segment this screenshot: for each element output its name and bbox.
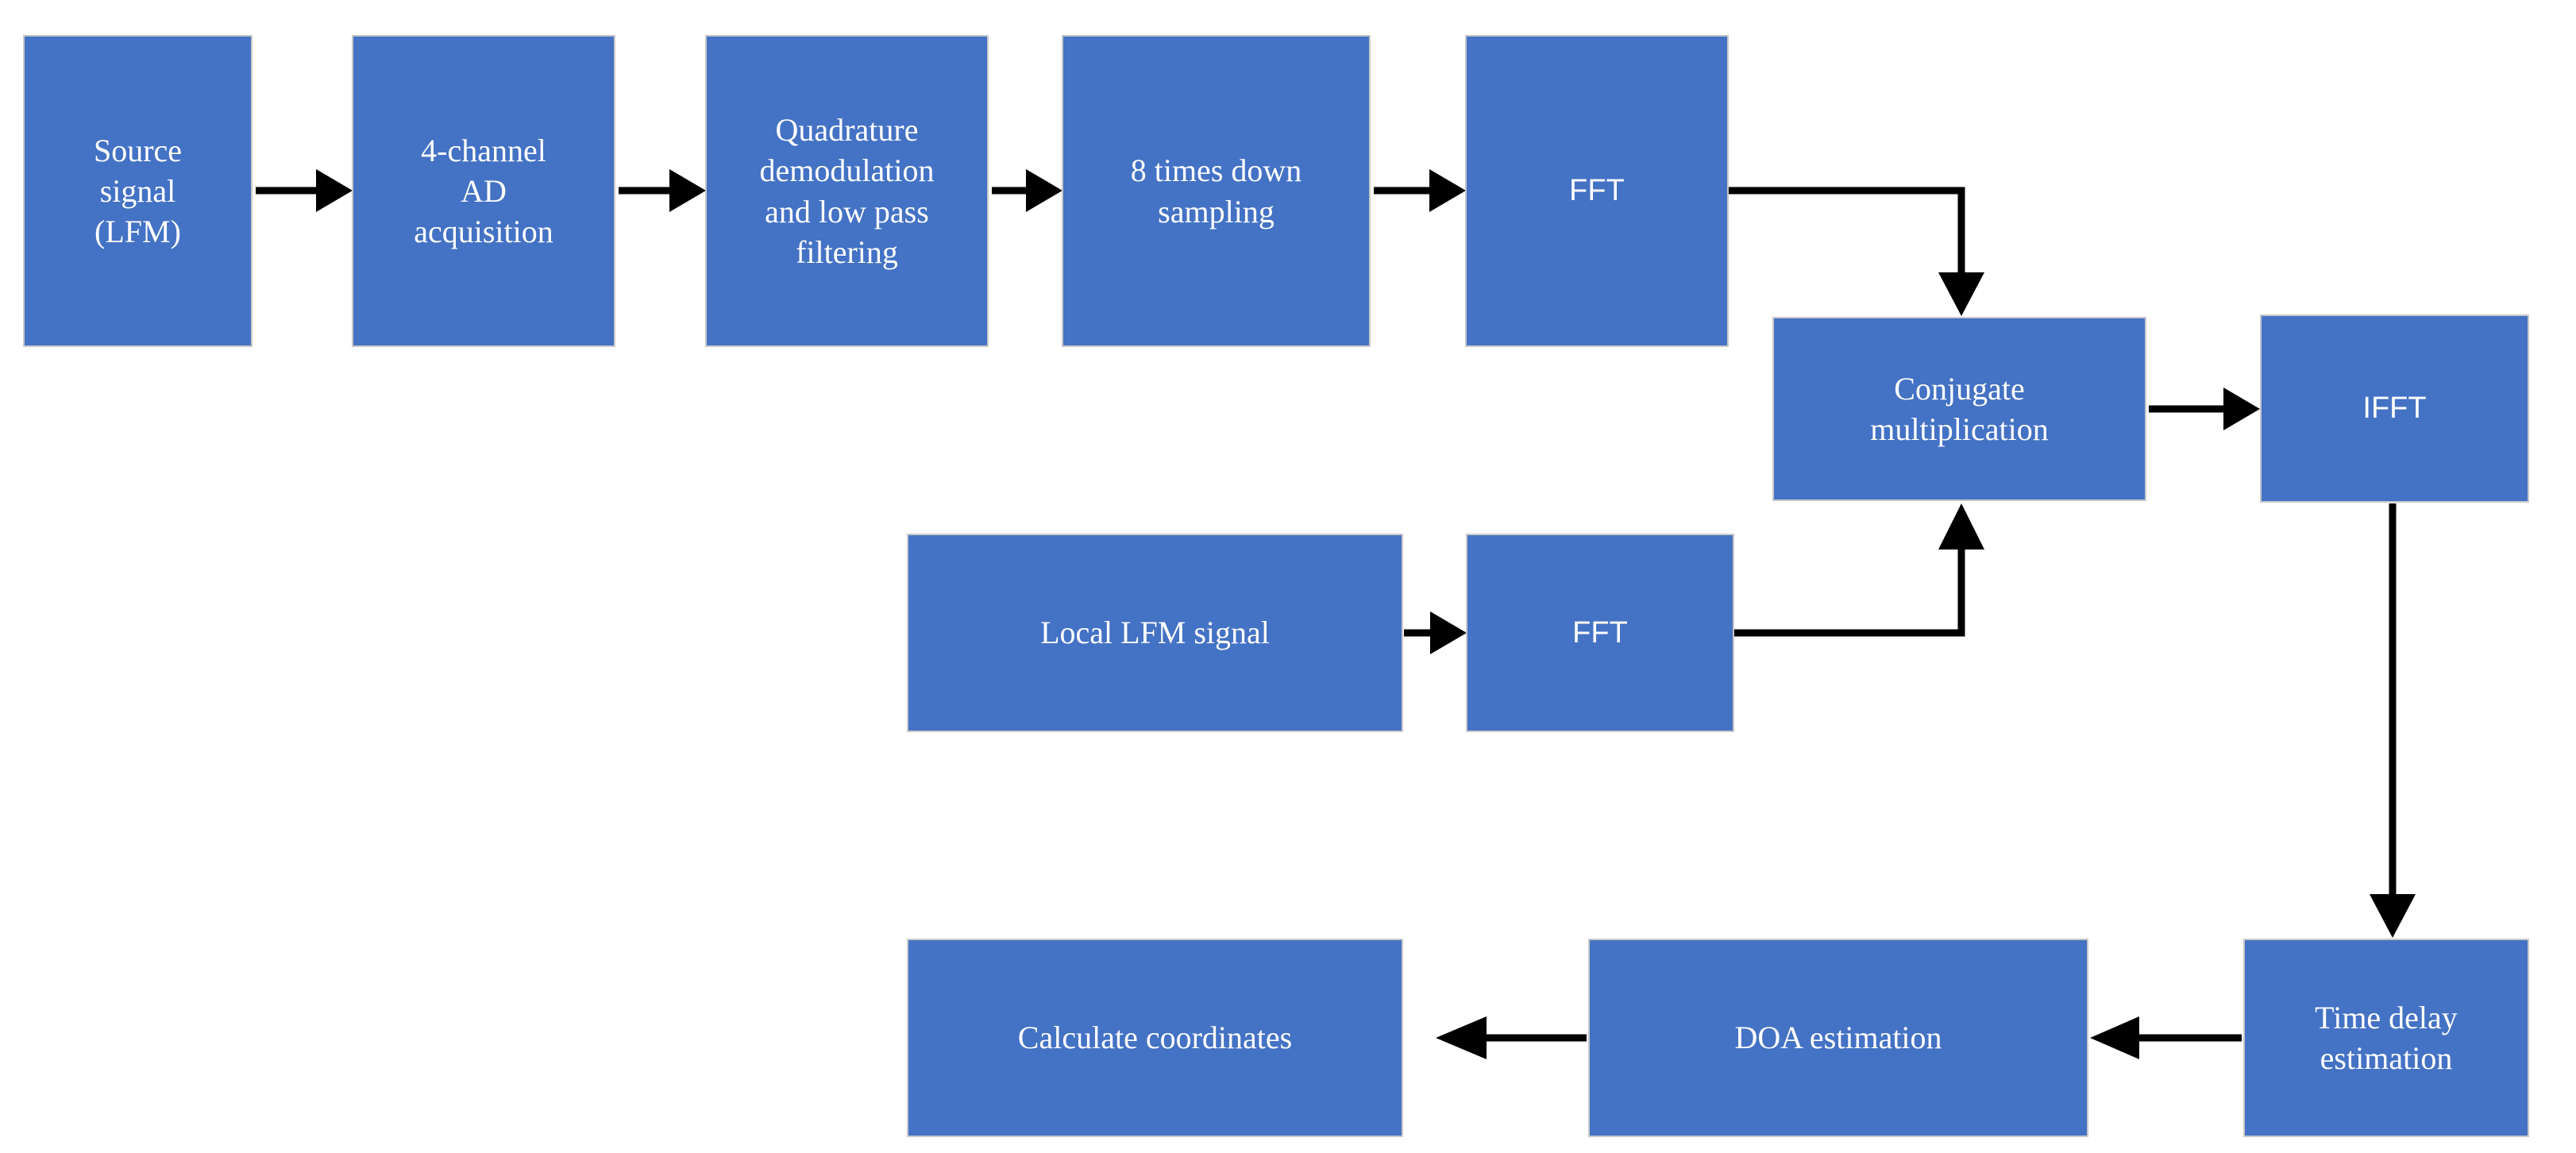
edge-source-to-ad <box>256 169 353 212</box>
node-conjugate-multiplication[interactable]: Conjugate multiplication <box>1772 317 2146 501</box>
node-local-lfm-signal[interactable]: Local LFM signal <box>907 534 1403 732</box>
node-fft-main[interactable]: FFT <box>1465 35 1729 347</box>
node-fft-local[interactable]: FFT <box>1466 534 1734 732</box>
node-time-delay-estimation[interactable]: Time delay estimation <box>2243 939 2529 1137</box>
edge-fft-to-conjugate <box>1729 187 1984 316</box>
node-source-signal[interactable]: Source signal (LFM) <box>23 35 253 347</box>
node-doa-estimation[interactable]: DOA estimation <box>1588 939 2088 1137</box>
node-quadrature-demodulation[interactable]: Quadrature demodulation and low pass fil… <box>705 35 989 347</box>
edge-downsampling-to-fft <box>1374 169 1466 212</box>
edge-ifft-to-timedelay <box>2370 503 2416 938</box>
node-ad-acquisition[interactable]: 4-channel AD acquisition <box>352 35 615 347</box>
edge-conjugate-to-ifft <box>2149 388 2260 430</box>
edge-fftlocal-to-conjugate <box>1734 503 1984 637</box>
node-calculate-coordinates[interactable]: Calculate coordinates <box>907 939 1403 1137</box>
node-ifft[interactable]: IFFT <box>2260 314 2529 503</box>
edge-doa-to-calculate <box>1436 1016 1587 1059</box>
edge-timedelay-to-doa <box>2090 1016 2242 1059</box>
edge-quadrature-to-downsampling <box>992 169 1062 212</box>
edge-ad-to-quadrature <box>619 169 706 212</box>
node-downsampling[interactable]: 8 times down sampling <box>1062 35 1371 347</box>
edge-local-to-fftlocal <box>1404 611 1467 654</box>
